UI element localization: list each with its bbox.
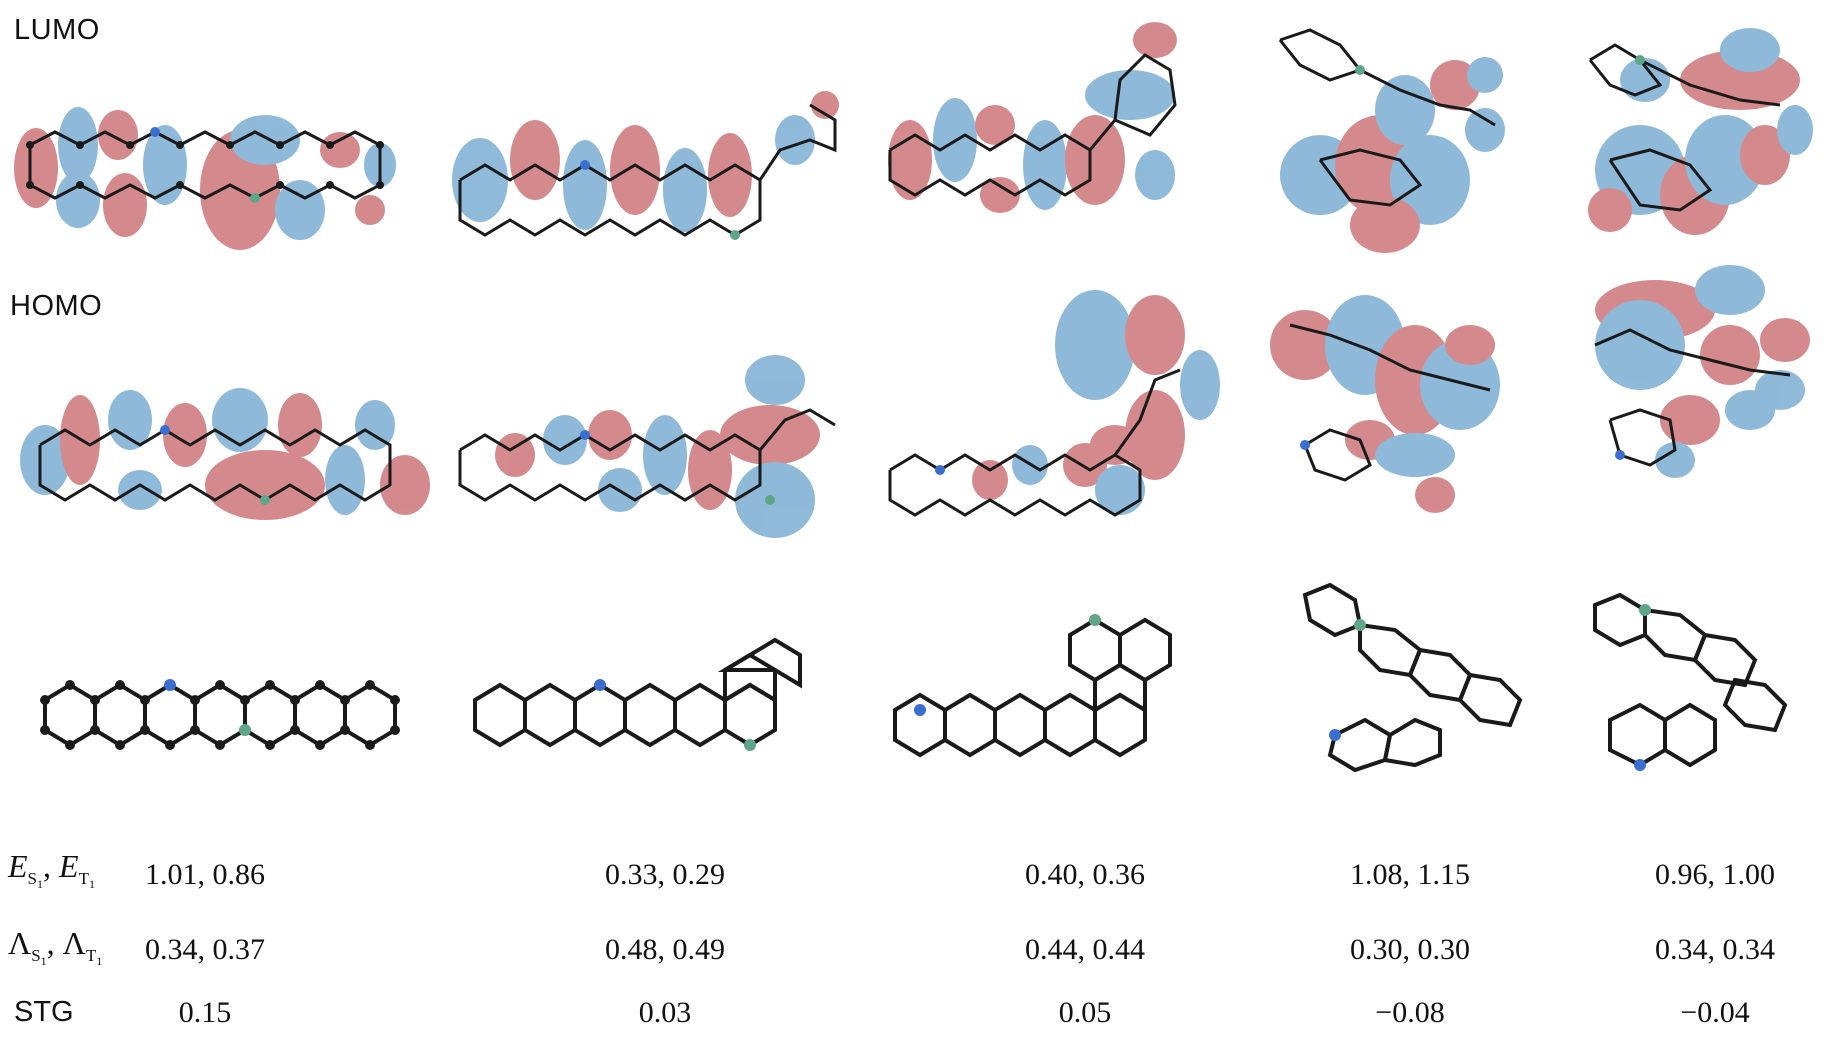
homo-orbital-molecule-4 bbox=[1260, 290, 1540, 540]
table-cell: 1.01, 0.86 bbox=[145, 858, 265, 891]
structure-molecule-4 bbox=[1290, 570, 1560, 790]
table-cell: −0.04 bbox=[1680, 996, 1750, 1029]
homo-orbital-molecule-5 bbox=[1580, 260, 1840, 500]
lambda-subsub-1b: 1 bbox=[96, 954, 103, 968]
structure-molecule-3 bbox=[880, 570, 1240, 790]
homo-orbital-molecule-3 bbox=[880, 280, 1240, 540]
table-row-stg: STG 0.15 0.03 0.05 −0.08 −0.04 bbox=[0, 990, 1841, 1050]
lumo-orbital-molecule-5 bbox=[1570, 10, 1830, 270]
structure-molecule-1 bbox=[0, 640, 440, 790]
homo-orbital-molecule-2 bbox=[440, 340, 860, 550]
homo-label: HOMO bbox=[10, 290, 103, 322]
table-cell: 0.96, 1.00 bbox=[1655, 858, 1775, 891]
lambda-sub-s: S bbox=[31, 946, 41, 965]
table-cell: 0.48, 0.49 bbox=[605, 933, 725, 966]
energy-symbol-t1: E bbox=[59, 848, 79, 884]
table-cell: 0.30, 0.30 bbox=[1350, 933, 1470, 966]
lumo-orbital-molecule-2 bbox=[440, 90, 860, 270]
table-row-lambda: ΛS1, ΛT1 0.34, 0.37 0.48, 0.49 0.44, 0.4… bbox=[0, 925, 1841, 985]
energy-subsub-1: 1 bbox=[37, 877, 44, 891]
table-cell: 0.44, 0.44 bbox=[1025, 933, 1145, 966]
lumo-orbital-molecule-4 bbox=[1270, 10, 1530, 270]
table-cell: 1.08, 1.15 bbox=[1350, 858, 1470, 891]
structure-molecule-2 bbox=[440, 600, 860, 800]
lambda-separator: , bbox=[46, 925, 63, 961]
table-cell: 0.33, 0.29 bbox=[605, 858, 725, 891]
table-row-energies: ES1, ET1 1.01, 0.86 0.33, 0.29 0.40, 0.3… bbox=[0, 848, 1841, 908]
energy-subsub-1b: 1 bbox=[88, 877, 95, 891]
lumo-orbital-molecule-1 bbox=[0, 90, 420, 270]
stg-row-label: STG bbox=[14, 996, 74, 1028]
energy-separator: , bbox=[43, 848, 60, 884]
energy-sub-t: T bbox=[78, 869, 89, 888]
lambda-row-label: ΛS1, ΛT1 bbox=[8, 925, 102, 969]
lumo-label: LUMO bbox=[14, 14, 100, 46]
energy-symbol-s1: E bbox=[8, 848, 28, 884]
table-cell: 0.40, 0.36 bbox=[1025, 858, 1145, 891]
table-cell: 0.34, 0.37 bbox=[145, 933, 265, 966]
energies-row-label: ES1, ET1 bbox=[8, 848, 95, 892]
lambda-subsub-1: 1 bbox=[40, 954, 47, 968]
table-cell: 0.03 bbox=[638, 996, 692, 1029]
homo-orbital-molecule-1 bbox=[0, 360, 440, 540]
lambda-sub-t: T bbox=[85, 946, 97, 965]
lumo-orbital-molecule-3 bbox=[880, 10, 1240, 270]
table-cell: 0.05 bbox=[1058, 996, 1112, 1029]
energy-sub-s: S bbox=[27, 869, 38, 888]
lambda-symbol-t1: Λ bbox=[62, 925, 86, 961]
table-cell: 0.15 bbox=[178, 996, 232, 1029]
structure-molecule-5 bbox=[1580, 570, 1840, 790]
table-cell: 0.34, 0.34 bbox=[1655, 933, 1775, 966]
table-cell: −0.08 bbox=[1375, 996, 1445, 1029]
lambda-symbol-s1: Λ bbox=[8, 925, 32, 961]
